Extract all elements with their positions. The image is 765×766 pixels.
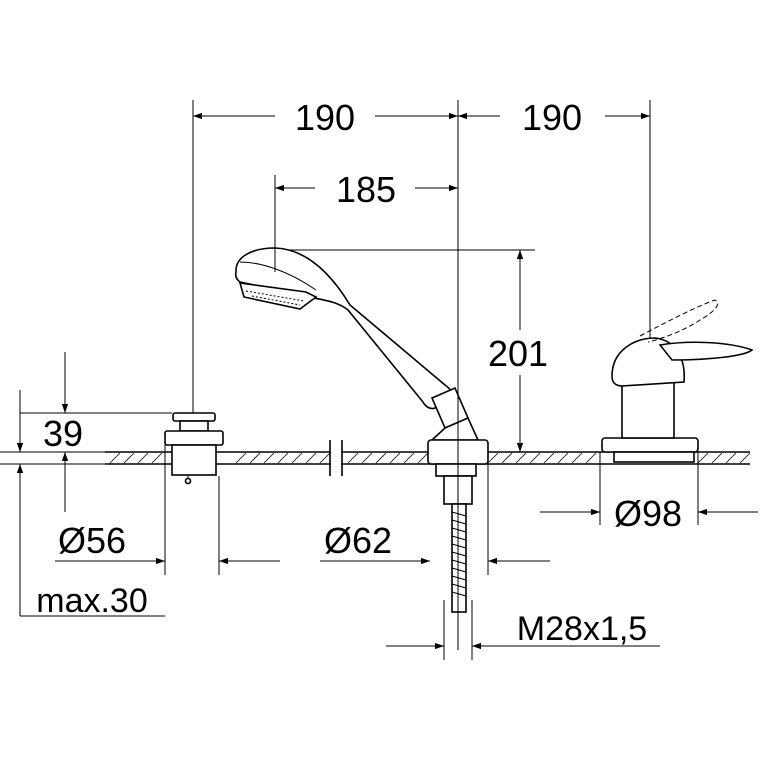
hatch-stroke	[515, 452, 527, 464]
dimension-spout-height: 201	[488, 333, 548, 374]
hatch-stroke	[501, 452, 513, 464]
hatch-stroke	[697, 452, 709, 464]
hatch-stroke	[137, 452, 149, 464]
dimension-spout-reach: 185	[336, 169, 396, 210]
hatch-stroke	[123, 452, 135, 464]
hatch-stroke	[249, 452, 261, 464]
diverter-knob	[164, 412, 224, 485]
hatch-stroke	[277, 452, 289, 464]
hatch-stroke	[543, 452, 555, 464]
dimension-lines	[0, 100, 758, 660]
dimension-width-right: 190	[522, 97, 582, 138]
hatch-stroke	[319, 452, 331, 464]
dimension-diverter-height: 39	[43, 413, 83, 454]
hatch-stroke	[347, 452, 359, 464]
hatch-stroke	[557, 452, 569, 464]
dimension-diverter-diameter: Ø56	[58, 520, 126, 561]
hatch-stroke	[529, 452, 541, 464]
hatch-stroke	[487, 452, 499, 464]
hatch-stroke	[375, 452, 387, 464]
hatch-stroke	[361, 452, 373, 464]
hatch-stroke	[571, 452, 583, 464]
dimension-thread: M28x1,5	[517, 610, 647, 648]
hatch-stroke	[291, 452, 303, 464]
hatch-stroke	[305, 452, 317, 464]
hatch-stroke	[109, 452, 121, 464]
hatch-stroke	[417, 452, 429, 464]
dimension-handshower-diameter: Ø62	[324, 520, 392, 561]
thread-pattern	[451, 511, 467, 597]
deck-hatching	[109, 452, 751, 464]
dimension-lever-diameter: Ø98	[614, 493, 682, 534]
hand-shower	[234, 247, 489, 613]
hatch-stroke	[711, 452, 723, 464]
hatch-stroke	[403, 452, 415, 464]
hatch-stroke	[585, 452, 597, 464]
hatch-stroke	[263, 452, 275, 464]
lever-mixer	[601, 299, 754, 463]
hatch-stroke	[739, 452, 751, 464]
hatch-stroke	[725, 452, 737, 464]
dimension-width-left: 190	[295, 97, 355, 138]
dimension-deck-thickness: max.30	[36, 582, 148, 620]
hatch-stroke	[151, 452, 163, 464]
hatch-stroke	[235, 452, 247, 464]
hatch-stroke	[389, 452, 401, 464]
